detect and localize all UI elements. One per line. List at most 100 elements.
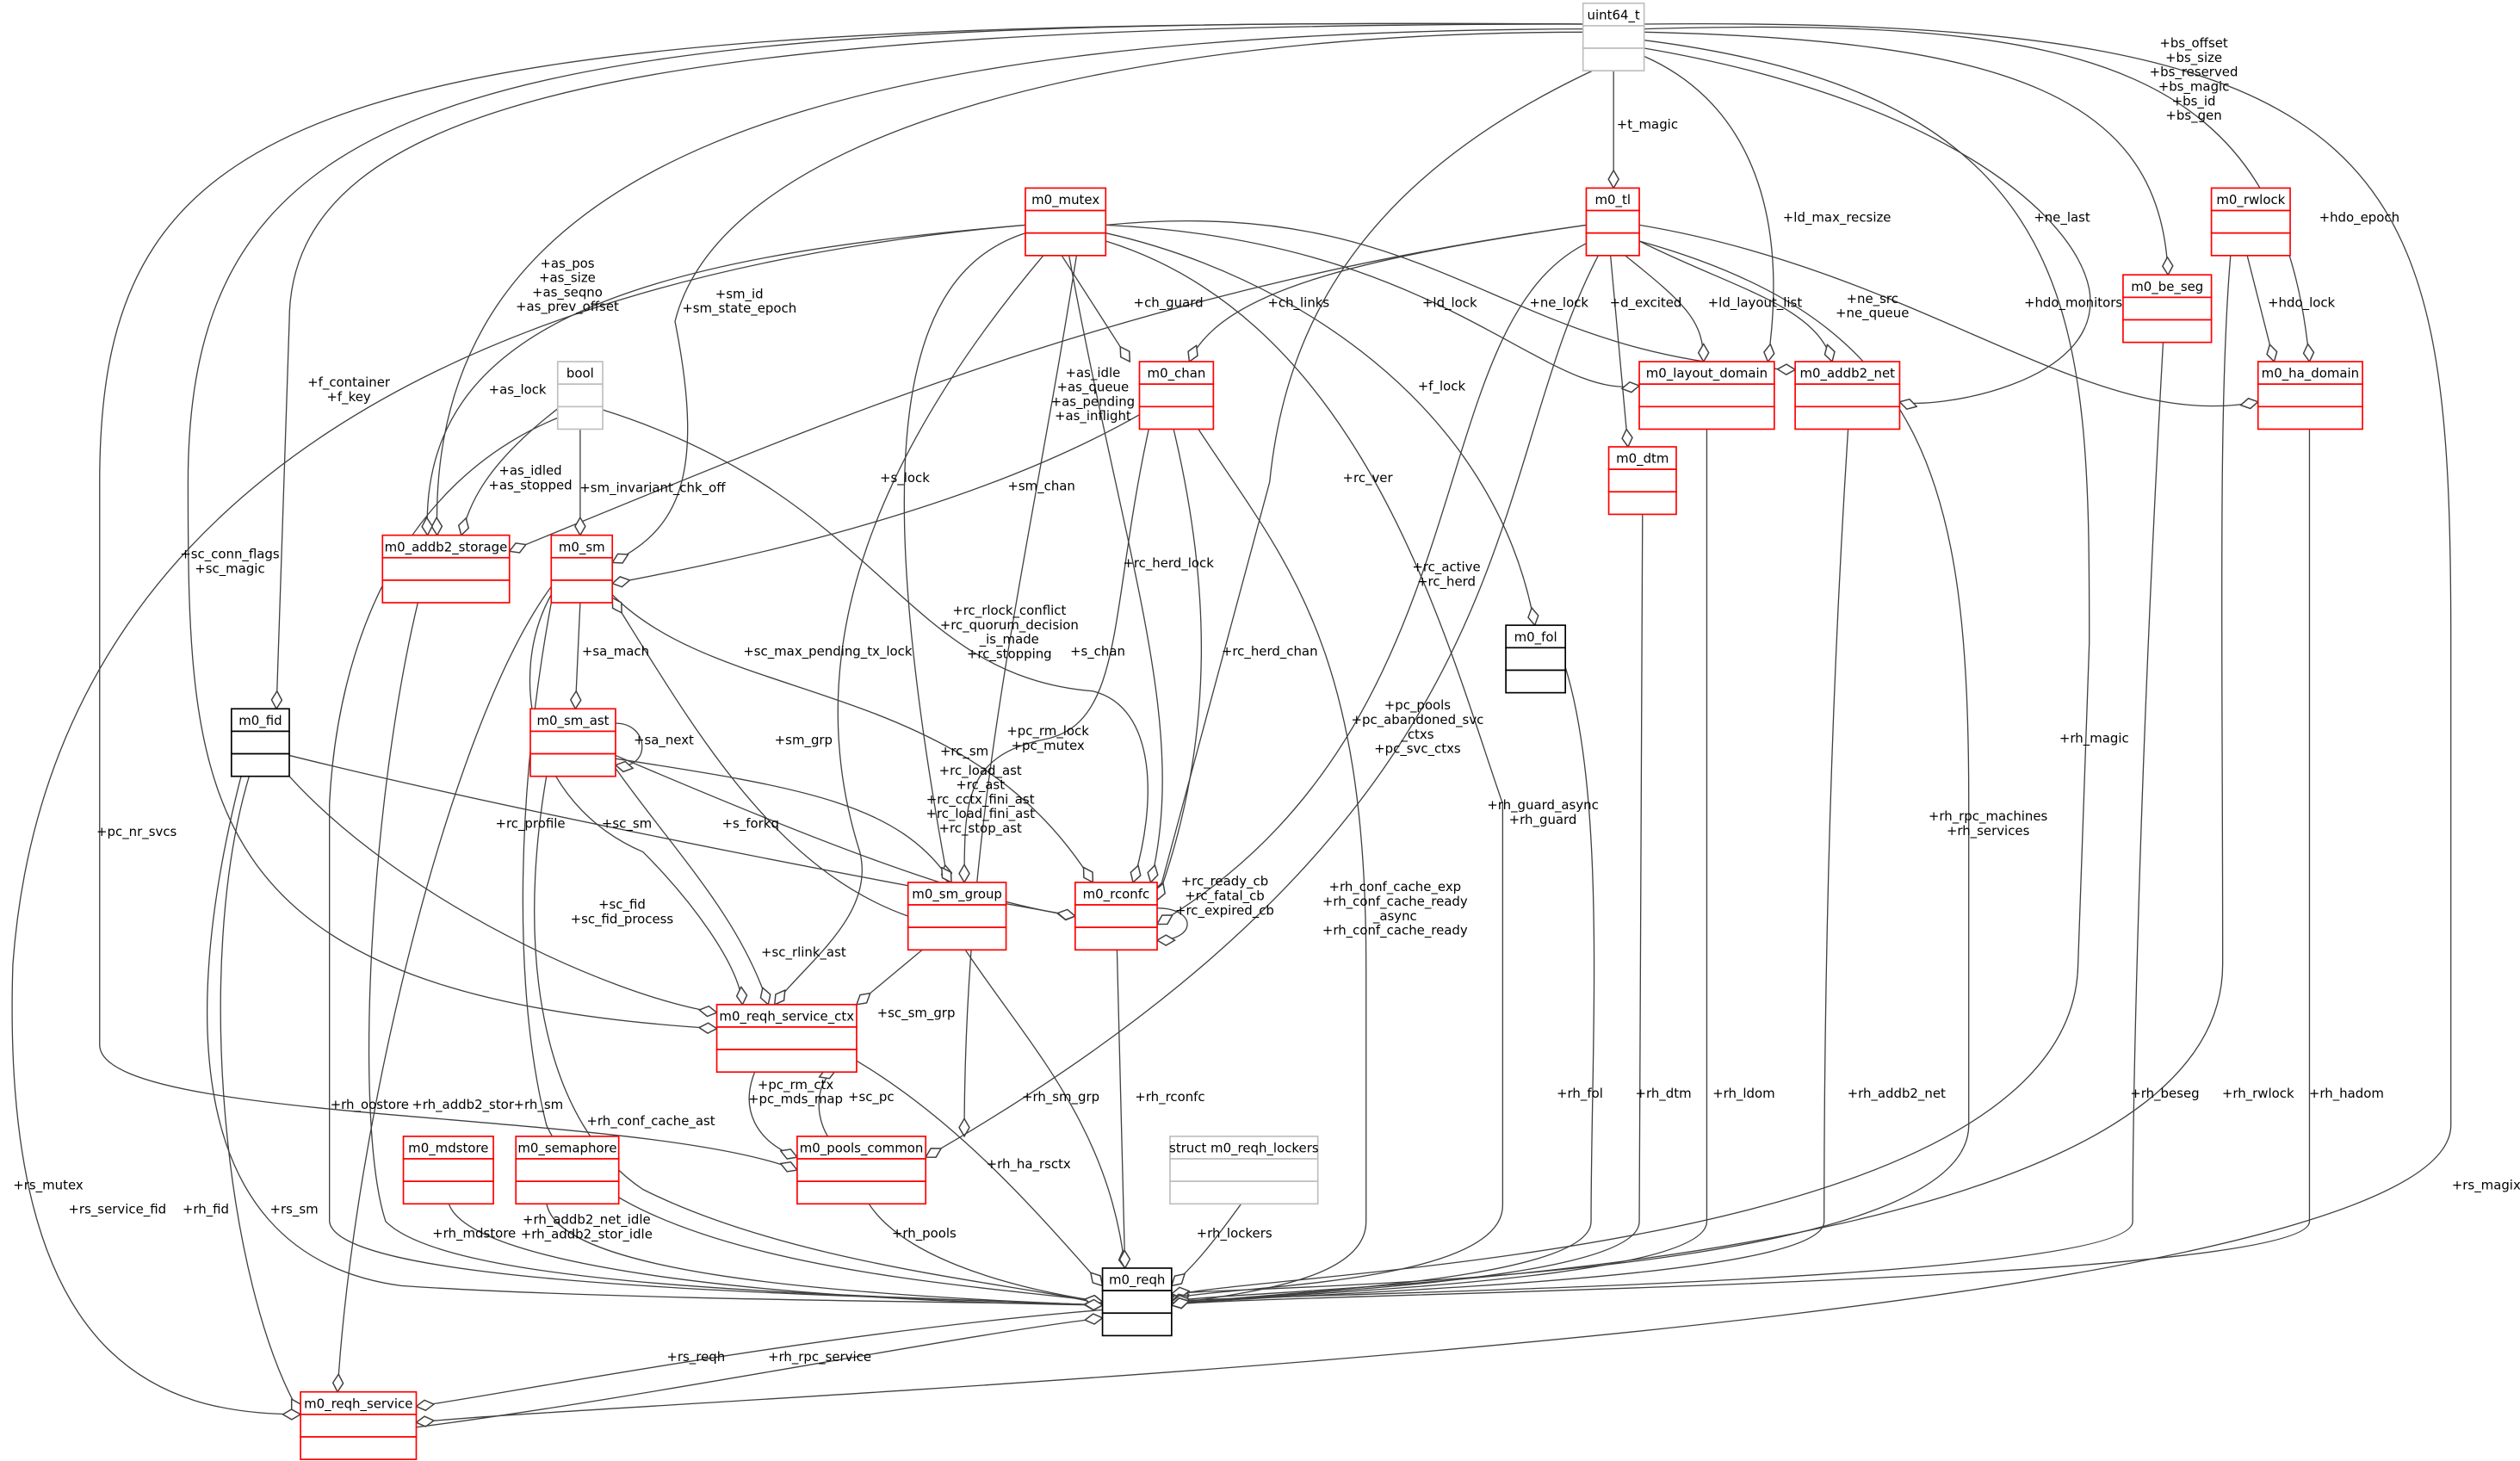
edge-label-line: +rh_addb2_stor <box>412 1097 515 1112</box>
edge-m0_sm_group-to-m0_sm <box>612 597 908 917</box>
class-name: m0_be_seg <box>2131 279 2203 294</box>
edge-label-line: +rh_addb2_stor_idle <box>521 1226 653 1241</box>
edge-label-line: +rh_addb2_net <box>1848 1086 1946 1101</box>
class-node-m0-ha-domain[interactable]: m0_ha_domain <box>2257 361 2363 430</box>
attributes-compartment <box>1638 383 1775 408</box>
class-title-box <box>2257 361 2363 386</box>
class-title-box <box>300 1390 418 1415</box>
class-node-m0-pools-common[interactable]: m0_pools_common <box>796 1136 927 1205</box>
class-node-m0-semaphore[interactable]: m0_semaphore <box>515 1136 620 1205</box>
edge-line <box>416 1318 1102 1428</box>
edge-line <box>575 603 580 709</box>
class-node-m0-rconfc[interactable]: m0_rconfc <box>1074 882 1158 951</box>
edge-line <box>857 947 925 1004</box>
edge-label: +rh_lockers <box>1197 1226 1272 1241</box>
edge-line <box>448 1202 1103 1304</box>
edge-m0_sm_group-to-m0_reqh <box>963 948 1125 1268</box>
edge-m0_reqh_service_ctx-to-m0_reqh <box>856 1060 1103 1285</box>
class-name: m0_rwlock <box>2216 192 2285 207</box>
edge-label-line: +sa_mach <box>582 644 649 659</box>
edge-label-line: +as_idled <box>498 463 561 479</box>
edge-line <box>856 1060 1103 1285</box>
edge-m0_tl-to-m0_rconfc <box>1157 240 1592 924</box>
edge-line <box>1172 1202 1243 1285</box>
edge-line <box>1068 253 1163 882</box>
methods-compartment <box>907 926 1007 951</box>
class-title-box <box>556 361 604 386</box>
class-node-m0-layout-domain[interactable]: m0_layout_domain <box>1638 361 1775 430</box>
edge-label: +s_chan <box>1070 644 1125 659</box>
class-node-m0-reqh-lockers[interactable]: struct m0_reqh_lockers <box>1169 1136 1319 1205</box>
edge-label-line: +as_queue <box>1057 380 1130 395</box>
edge-label: +sa_mach <box>582 644 649 659</box>
class-name: bool <box>567 366 594 381</box>
edge-m0_sm_ast-to-m0_reqh <box>534 776 1103 1305</box>
class-node-m0-reqh-service[interactable]: m0_reqh_service <box>300 1390 418 1460</box>
edge-label: +pc_nr_svcs <box>96 824 176 839</box>
class-node-m0-rwlock[interactable]: m0_rwlock <box>2210 187 2291 257</box>
edge-line <box>926 253 1600 1157</box>
edge-label: +sc_conn_flags+sc_magic <box>180 547 280 577</box>
class-node-m0-chan[interactable]: m0_chan <box>1138 361 1215 430</box>
class-node-m0-addb2-storage[interactable]: m0_addb2_storage <box>381 534 511 604</box>
edge-label: +s_forkq <box>722 815 779 831</box>
edge-line <box>337 586 552 1391</box>
attributes-compartment <box>796 1158 927 1183</box>
class-node-m0-reqh-service-ctx[interactable]: m0_reqh_service_ctx <box>715 1003 858 1074</box>
class-node-uint64-t[interactable]: uint64_t <box>1582 2 1645 71</box>
edge-line <box>611 594 1093 882</box>
edge-label-line: +bs_id <box>2172 93 2216 108</box>
edge-label: +hdo_monitors <box>2024 295 2122 311</box>
edge-label-line: +rh_sm <box>514 1097 564 1112</box>
edge-label-line: +rc_ver <box>1343 470 1394 486</box>
edge-m0_tl-to-m0_addb2_storage <box>510 224 1587 551</box>
edge-label-line: +bs_size <box>2165 50 2222 65</box>
edge-m0_pools_common-to-m0_reqh <box>867 1202 1103 1302</box>
class-node-m0-dtm[interactable]: m0_dtm <box>1607 446 1677 516</box>
edge-label-line: +rh_guard <box>1509 812 1577 827</box>
class-node-m0-fol[interactable]: m0_fol <box>1505 624 1567 694</box>
class-node-m0-be-seg[interactable]: m0_be_seg <box>2122 274 2213 344</box>
edge-m0_rconfc-to-m0_reqh <box>1116 948 1124 1268</box>
class-node-m0-mutex[interactable]: m0_mutex <box>1025 187 1107 257</box>
edge-line <box>1105 240 1504 1298</box>
edge-label: +sm_grp <box>775 732 833 747</box>
edge-line <box>1157 240 1592 924</box>
class-node-m0-sm[interactable]: m0_sm <box>550 534 614 604</box>
edge-line <box>11 224 1026 1414</box>
edge-label-line: +rc_cctx_fini_ast <box>926 791 1035 807</box>
edge-label: +rh_ha_rsctx <box>987 1156 1071 1172</box>
class-node-m0-fid[interactable]: m0_fid <box>230 708 290 777</box>
class-node-m0-tl[interactable]: m0_tl <box>1585 187 1640 257</box>
class-node-bool[interactable]: bool <box>556 361 604 430</box>
edge-label-line: +rc_profile <box>495 815 565 831</box>
class-name: m0_sm <box>559 539 605 554</box>
edge-label-line: +as_lock <box>489 381 547 397</box>
edge-m0_reqh_service_ctx-to-m0_pools_common <box>748 1070 797 1157</box>
edge-bool-to-m0_addb2_storage <box>461 404 563 535</box>
class-node-m0-addb2-net[interactable]: m0_addb2_net <box>1794 361 1901 430</box>
methods-compartment <box>300 1436 418 1460</box>
edge-line <box>416 22 2452 1423</box>
edge-uint64_t-to-m0_reqh_service_ctx <box>187 22 1583 1029</box>
edge-line <box>510 224 1587 551</box>
edge-m0_semaphore-to-m0_reqh <box>546 1202 1103 1304</box>
edge-m0_reqh_lockers-to-m0_reqh <box>1172 1202 1243 1285</box>
edge-label-line: +pc_nr_svcs <box>96 824 176 839</box>
attributes-compartment <box>402 1158 494 1183</box>
edge-bool-to-m0_reqh <box>329 417 1103 1305</box>
methods-compartment <box>1607 491 1677 516</box>
class-node-m0-sm-group[interactable]: m0_sm_group <box>907 882 1007 951</box>
class-node-m0-reqh[interactable]: m0_reqh <box>1101 1267 1173 1337</box>
edge-line <box>964 253 1078 1136</box>
class-title-box <box>796 1136 927 1160</box>
edge-m0_sm_ast-to-m0_sm_ast <box>616 722 643 765</box>
class-node-m0-mdstore[interactable]: m0_mdstore <box>402 1136 494 1205</box>
class-title-box <box>2122 274 2213 299</box>
edge-line <box>615 754 1075 916</box>
edge-label: +ld_lock <box>1422 295 1477 311</box>
attributes-compartment <box>1074 904 1158 929</box>
edge-m0_mutex-to-m0_addb2_net <box>1105 220 1795 370</box>
class-name: m0_rconfc <box>1083 887 1150 902</box>
class-node-m0-sm-ast[interactable]: m0_sm_ast <box>529 708 616 777</box>
